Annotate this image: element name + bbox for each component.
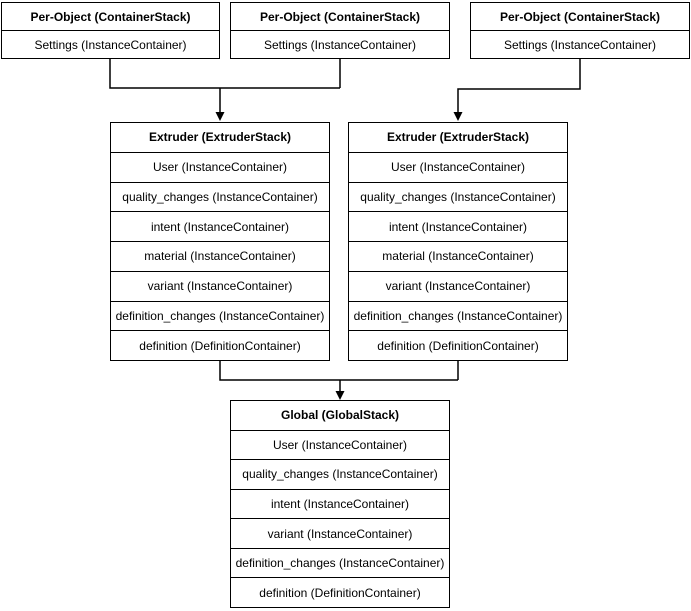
extruder-stack-2-row-material: material (InstanceContainer) <box>349 241 567 271</box>
per-object-stack-2-title: Per-Object (ContainerStack) <box>259 9 421 24</box>
extruder-stack-2-row-definition-changes: definition_changes (InstanceContainer) <box>349 300 567 331</box>
per-object-stack-1-row-settings: Settings (InstanceContainer) <box>2 30 219 58</box>
global-stack-row-definition: definition (DefinitionContainer) <box>231 577 449 607</box>
arrowhead-extruder2 <box>453 112 463 121</box>
extruder-stack-1-row-intent: intent (InstanceContainer) <box>111 211 329 241</box>
global-stack-row-intent: intent (InstanceContainer) <box>231 488 449 519</box>
extruder-stack-1-row-user: User (InstanceContainer) <box>111 151 329 182</box>
extruder-stack-2-row-quality-changes: quality_changes (InstanceContainer) <box>349 181 567 212</box>
extruder-stack-1: Extruder (ExtruderStack) User (InstanceC… <box>110 122 330 361</box>
per-object-stack-3-title: Per-Object (ContainerStack) <box>499 9 661 24</box>
per-object-stack-3-row-settings: Settings (InstanceContainer) <box>471 30 689 58</box>
global-stack-row-definition-changes: definition_changes (InstanceContainer) <box>231 547 449 578</box>
per-object-stack-1: Per-Object (ContainerStack) Settings (In… <box>1 2 220 59</box>
per-object-stack-2-row-settings: Settings (InstanceContainer) <box>231 30 449 58</box>
global-stack-title: Global (GlobalStack) <box>280 408 400 423</box>
global-stack-row-user: User (InstanceContainer) <box>231 429 449 460</box>
extruder-stack-1-row-definition: definition (DefinitionContainer) <box>111 330 329 360</box>
connector-extruders-to-global <box>219 361 459 392</box>
extruder-stack-2-row-variant: variant (InstanceContainer) <box>349 270 567 301</box>
arrowhead-extruder1 <box>215 112 225 121</box>
global-stack: Global (GlobalStack) User (InstanceConta… <box>230 400 450 608</box>
per-object-stack-3: Per-Object (ContainerStack) Settings (In… <box>470 2 690 59</box>
extruder-stack-1-row-definition-changes: definition_changes (InstanceContainer) <box>111 300 329 331</box>
global-stack-row-quality-changes: quality_changes (InstanceContainer) <box>231 459 449 489</box>
global-stack-row-variant: variant (InstanceContainer) <box>231 518 449 548</box>
extruder-stack-2-row-user: User (InstanceContainer) <box>349 151 567 182</box>
per-object-stack-1-title: Per-Object (ContainerStack) <box>30 9 191 24</box>
extruder-stack-1-row-quality-changes: quality_changes (InstanceContainer) <box>111 181 329 212</box>
arrowhead-global <box>335 391 345 400</box>
extruder-stack-1-row-variant: variant (InstanceContainer) <box>111 270 329 301</box>
connector-perobject3-to-extruder2 <box>457 59 581 113</box>
extruder-stack-1-row-material: material (InstanceContainer) <box>111 241 329 271</box>
extruder-stack-1-title: Extruder (ExtruderStack) <box>148 130 292 145</box>
extruder-stack-2-title: Extruder (ExtruderStack) <box>386 130 530 145</box>
extruder-stack-2: Extruder (ExtruderStack) User (InstanceC… <box>348 122 568 361</box>
connector-perobject1-to-extruder1 <box>109 59 341 113</box>
extruder-stack-2-row-definition: definition (DefinitionContainer) <box>349 330 567 360</box>
extruder-stack-2-row-intent: intent (InstanceContainer) <box>349 211 567 241</box>
per-object-stack-2: Per-Object (ContainerStack) Settings (In… <box>230 2 450 59</box>
